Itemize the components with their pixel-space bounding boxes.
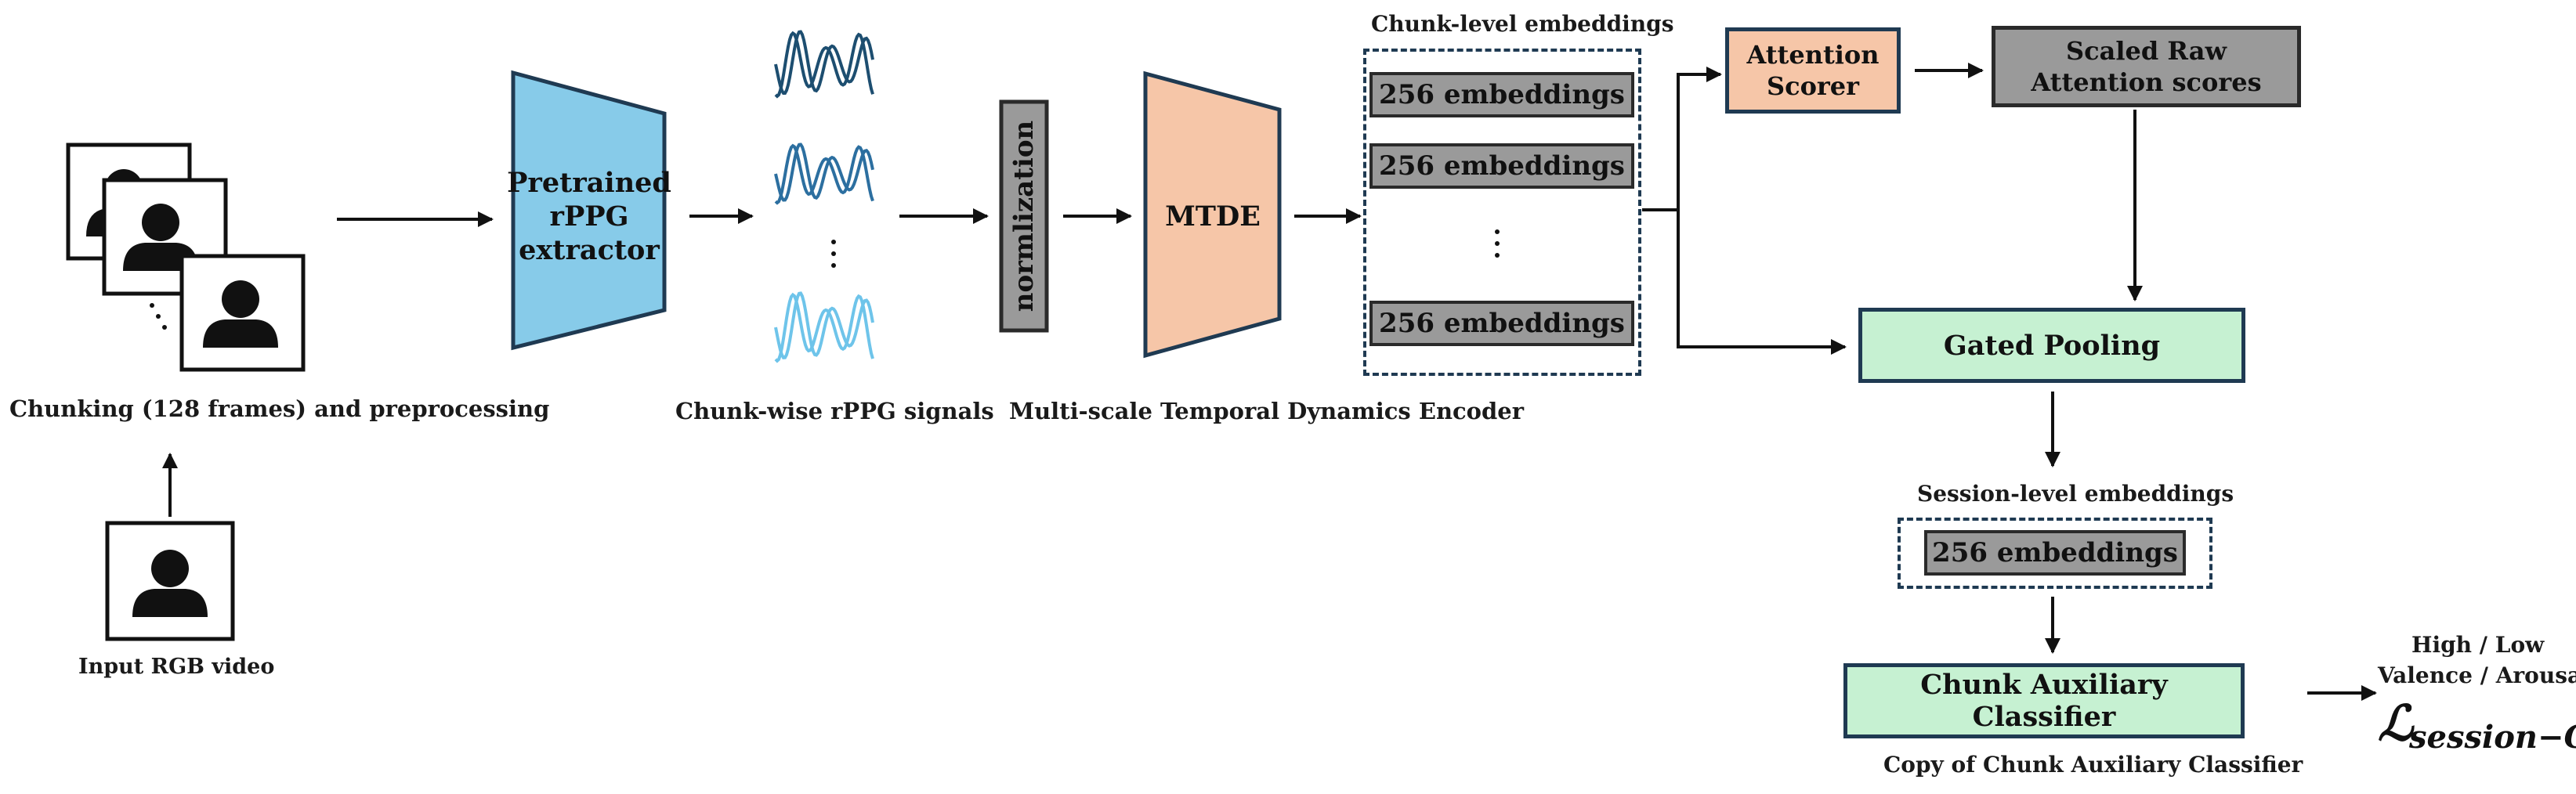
- attention-scorer-label-1: Attention: [1746, 40, 1880, 70]
- chunk-embedding-2: 256 embeddings: [1369, 143, 1634, 189]
- loss-symbol: ℒ: [2378, 695, 2415, 752]
- classifier-caption: Copy of Chunk Auxiliary Classifier: [1883, 752, 2303, 778]
- loss-subscript: session−CE: [2408, 719, 2576, 756]
- rppg-wave-line: [774, 143, 874, 205]
- extractor-label-1: Pretrained: [507, 167, 671, 199]
- rppg-wave-line: [774, 291, 874, 359]
- chunk-embeddings-title: Chunk-level embeddings: [1371, 11, 1674, 37]
- chunk-embedding-3: 256 embeddings: [1369, 301, 1634, 346]
- input-video-caption: Input RGB video: [78, 655, 275, 679]
- normalization-label: normlization: [1008, 121, 1040, 312]
- input-video-icon: [105, 521, 235, 641]
- chunk-auxiliary-classifier-block: Chunk Auxiliary Classifier: [1843, 663, 2245, 738]
- scaled-scores-label-2: Attention scores: [2031, 67, 2262, 97]
- chunk-embedding-1: 256 embeddings: [1369, 72, 1634, 117]
- mtde-label: MTDE: [1165, 200, 1261, 233]
- frame-stack-icon: [66, 143, 306, 372]
- chunking-caption: Chunking (128 frames) and preprocessing: [9, 395, 550, 422]
- rppg-wave-line: [774, 30, 874, 95]
- arrow-embeddings-branch-bottom: [1677, 210, 1847, 355]
- mtde-block: [1143, 70, 1282, 359]
- normalization-block: [999, 99, 1049, 333]
- extractor-label-2: rPPG: [550, 200, 629, 233]
- session-embedding: 256 embeddings: [1924, 530, 2186, 576]
- session-embeddings-group: [1898, 518, 2212, 589]
- extractor-block: [511, 70, 667, 351]
- rppg-wave-line: [774, 143, 874, 202]
- gated-pooling-block: Gated Pooling: [1858, 308, 2245, 383]
- output-line-2: Valence / Arousal: [2378, 662, 2576, 688]
- scaled-attention-scores-block: Scaled Raw Attention scores: [1992, 26, 2301, 107]
- session-embeddings-title: Session-level embeddings: [1917, 481, 2234, 507]
- scaled-scores-label-1: Scaled Raw: [2066, 36, 2227, 66]
- attention-scorer-label-2: Scorer: [1766, 71, 1859, 101]
- rppg-signal-waves: [774, 30, 874, 363]
- mtde-caption: Multi-scale Temporal Dynamics Encoder: [1009, 398, 1525, 424]
- rppg-wave-line: [774, 292, 874, 363]
- extractor-label-3: extractor: [519, 234, 660, 266]
- arrow-embeddings-branch-top: [1642, 67, 1722, 211]
- output-line-1: High / Low: [2411, 632, 2545, 658]
- attention-scorer-block: Attention Scorer: [1725, 27, 1901, 114]
- chunk-embeddings-group: [1363, 49, 1641, 376]
- signals-caption: Chunk-wise rPPG signals: [675, 398, 994, 424]
- rppg-wave-line: [774, 31, 874, 99]
